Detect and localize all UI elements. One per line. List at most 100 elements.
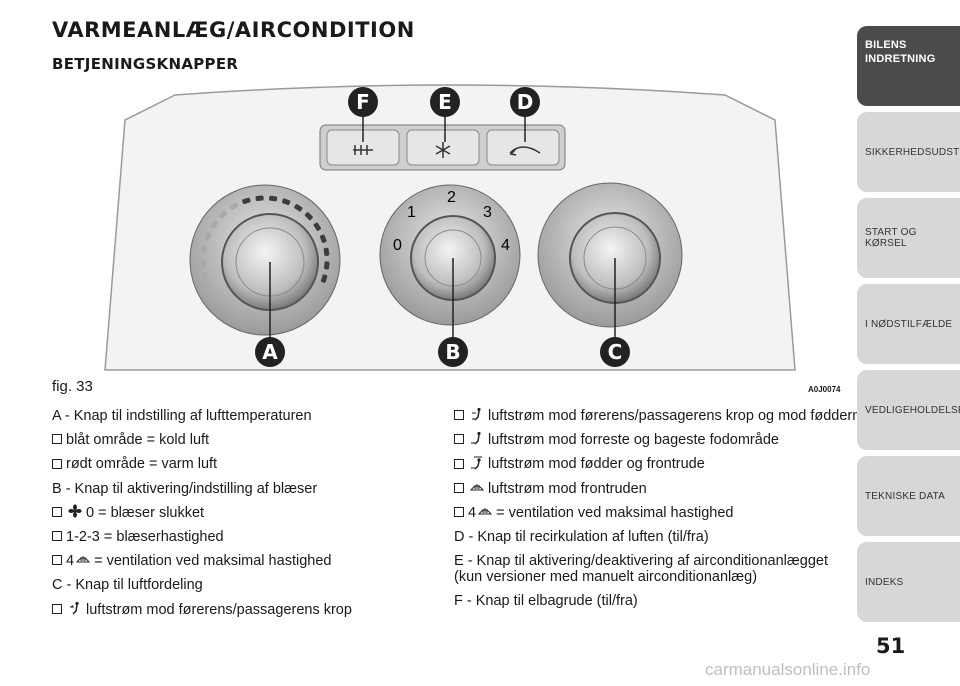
item-text: E - Knap til aktivering/deaktivering af … <box>454 553 828 586</box>
right-item: 4= ventilation ved maksimal hastighed <box>454 501 844 525</box>
watermark: carmanualsonline.info <box>705 660 871 679</box>
checkbox-bullet <box>454 482 464 493</box>
tab-vedligeholdelse[interactable]: VEDLIGEHOLDELSE <box>857 370 960 450</box>
scale-dot <box>200 258 206 267</box>
callout-f: F <box>356 90 370 114</box>
item-text: C - Knap til luftfordeling <box>52 577 203 594</box>
right-item: F - Knap til elbagrude (til/fra) <box>454 589 844 613</box>
fan-number-0: 0 <box>393 237 402 254</box>
checkbox-bullet <box>52 434 62 445</box>
page-title: VARMEANLÆG/AIRCONDITION <box>52 18 415 42</box>
page-number: 51 <box>876 634 906 658</box>
checkbox-bullet <box>52 555 62 566</box>
scale-dot <box>210 220 218 229</box>
tab-sikkerhedsudstyr[interactable]: SIKKERHEDSUDSTYR <box>857 112 960 192</box>
item-text: luftstrøm mod fødder og frontrude <box>488 456 705 473</box>
tab-indeks[interactable]: INDEKS <box>857 542 960 622</box>
right-item: luftstrøm mod frontruden <box>454 477 844 501</box>
left-item: 4= ventilation ved maksimal hastighed <box>52 549 422 573</box>
item-text: 1-2-3 = blæserhastighed <box>66 529 224 546</box>
scale-dot <box>229 202 239 210</box>
checkbox-bullet <box>454 434 464 445</box>
airflow-body-feet-icon <box>468 408 488 424</box>
climate-control-figure: 0 1 2 3 4 F E D A B C <box>104 84 796 371</box>
tab-bilens-indretning[interactable]: BILENS INDRETNING <box>857 26 960 106</box>
fan-icon <box>66 504 86 521</box>
fan-number-1: 1 <box>407 204 416 221</box>
scale-dot <box>282 198 291 206</box>
scale-dot <box>313 222 321 231</box>
description-right-column: luftstrøm mod førerens/passagerens krop … <box>454 404 868 613</box>
left-item: luftstrøm mod førerens/passagerens krop <box>52 598 422 622</box>
left-item: blåt område = kold luft <box>52 428 422 452</box>
checkbox-bullet <box>52 506 62 517</box>
temperature-scale-dots <box>200 195 330 320</box>
defrost-icon <box>468 481 488 497</box>
scale-dot <box>204 232 212 241</box>
checkbox-bullet <box>454 506 464 517</box>
item-text: 0 = blæser slukket <box>86 504 205 521</box>
tab-start-og-kørsel[interactable]: START OG KØRSEL <box>857 198 960 278</box>
tab-i-nødstilfælde[interactable]: I NØDSTILFÆLDE <box>857 284 960 364</box>
snowflake-icon <box>435 142 451 158</box>
section-subtitle: BETJENINGSKNAPPER <box>52 55 239 73</box>
checkbox-bullet <box>454 458 464 469</box>
scale-dot <box>320 274 328 283</box>
left-item: C - Knap til luftfordeling <box>52 573 422 597</box>
fan-number-2: 2 <box>447 189 456 206</box>
defrost-icon <box>74 553 94 569</box>
figure-label: fig. 33 <box>52 378 93 395</box>
scale-dot <box>323 247 330 257</box>
checkbox-bullet <box>52 531 62 542</box>
callout-b: B <box>445 340 460 364</box>
item-text: F - Knap til elbagrude (til/fra) <box>454 593 638 610</box>
left-item: rødt område = varm luft <box>52 452 422 476</box>
airflow-feet-icon <box>468 432 488 448</box>
defrost-icon <box>476 505 496 521</box>
checkbox-bullet <box>52 603 62 614</box>
right-item: luftstrøm mod forreste og bageste fodomr… <box>454 428 844 452</box>
left-item: 0 = blæser slukket <box>52 501 422 525</box>
scale-dot <box>201 271 209 281</box>
callout-d: D <box>517 90 534 114</box>
fan-number-3: 3 <box>483 204 492 221</box>
airflow-body-icon <box>66 601 86 618</box>
right-item: D - Knap til recirkulation af luften (ti… <box>454 525 844 549</box>
right-item: luftstrøm mod førerens/passagerens krop … <box>454 404 868 428</box>
item-text: B - Knap til aktivering/indstilling af b… <box>52 480 318 497</box>
item-text: = ventilation ved maksimal hastighed <box>94 553 332 570</box>
recirculation-icon <box>509 146 541 156</box>
left-item: B - Knap til aktivering/indstilling af b… <box>52 477 422 501</box>
item-text: D - Knap til recirkulation af luften (ti… <box>454 529 709 546</box>
airflow-feet-windscreen-icon <box>468 456 488 472</box>
scale-dot <box>206 284 214 293</box>
speed-prefix: 4 <box>468 504 477 521</box>
scale-dot <box>324 261 330 270</box>
description-left-column: A - Knap til indstilling af lufttemperat… <box>52 404 422 622</box>
checkbox-bullet <box>454 410 464 421</box>
item-text: blåt område = kold luft <box>66 432 210 449</box>
scale-dot <box>319 234 327 243</box>
scale-dot <box>268 195 278 202</box>
left-item: A - Knap til indstilling af lufttemperat… <box>52 404 422 428</box>
scale-dot <box>242 197 251 205</box>
checkbox-bullet <box>52 458 62 469</box>
scale-dot <box>223 305 232 314</box>
item-text: A - Knap til indstilling af lufttemperat… <box>52 408 312 424</box>
scale-dot <box>294 204 303 212</box>
figure-code: A0J0074 <box>808 385 841 394</box>
fan-number-4: 4 <box>501 237 510 254</box>
item-text: luftstrøm mod forreste og bageste fodomr… <box>488 432 779 449</box>
right-item: E - Knap til aktivering/deaktivering af … <box>454 549 844 589</box>
left-item: 1-2-3 = blæserhastighed <box>52 525 422 549</box>
item-text: rødt område = varm luft <box>66 456 218 473</box>
right-item: luftstrøm mod fødder og frontrude <box>454 452 844 476</box>
item-text: luftstrøm mod førerens/passagerens krop … <box>488 408 869 424</box>
callout-a: A <box>262 340 278 364</box>
scale-dot <box>255 195 264 201</box>
tab-tekniske-data[interactable]: TEKNISKE DATA <box>857 456 960 536</box>
callout-c: C <box>608 340 623 364</box>
scale-dot <box>234 312 243 320</box>
scale-dot <box>304 212 313 221</box>
item-text: luftstrøm mod frontruden <box>488 480 647 497</box>
